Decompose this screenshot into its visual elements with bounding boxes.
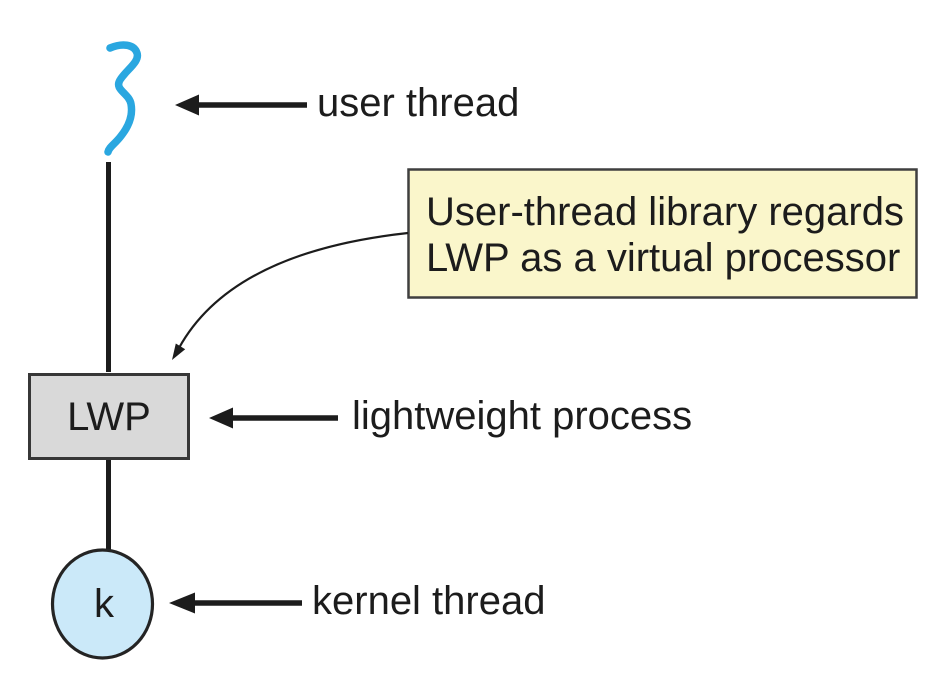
user-thread-label: user thread [317, 81, 519, 125]
callout-pointer-arrowhead-icon [172, 343, 186, 360]
kernel-thread-arrowhead-icon [169, 592, 195, 614]
lightweight-process-arrow [209, 407, 338, 429]
lwp-box [28, 373, 190, 460]
callout-pointer-curve [178, 231, 409, 349]
user-thread-squiggle-icon [104, 41, 142, 156]
lwp-box-label: LWP [67, 395, 151, 439]
kernel-thread-symbol: k [94, 582, 115, 626]
callout-text-line1: User-thread library regards [426, 190, 904, 234]
kernel-thread-label: kernel thread [312, 579, 545, 623]
callout: User-thread library regards LWP as a vir… [172, 168, 918, 360]
kernel-thread-arrow [169, 592, 302, 614]
callout-text-line2: LWP as a virtual processor [426, 236, 900, 280]
lightweight-process-label: lightweight process [352, 394, 692, 438]
user-thread-arrow [175, 94, 307, 116]
callout-box [407, 168, 918, 299]
user-thread-arrowhead-icon [175, 94, 199, 116]
lightweight-process-arrowhead-icon [209, 407, 233, 429]
kernel-thread-circle [50, 548, 155, 660]
